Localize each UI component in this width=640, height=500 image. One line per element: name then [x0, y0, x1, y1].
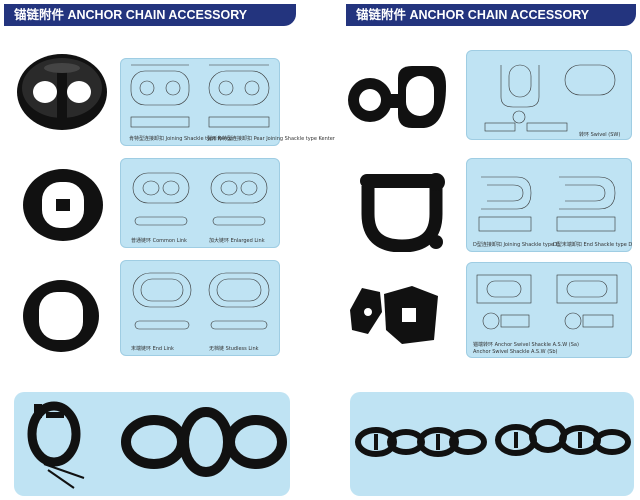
technical-drawing-icon	[132, 172, 268, 226]
product-caption: 加大链环 Enlarged Link	[209, 238, 265, 244]
product-caption: 锚端转环 Anchor Swivel Shackle A.S.W (Sa)	[473, 342, 579, 348]
technical-drawing-icon	[478, 176, 616, 232]
product-caption: 无档链 Studless Link	[209, 346, 259, 352]
swivel-shackle-drawing-panel: 锚端转环 Anchor Swivel Shackle A.S.W (Sa) An…	[466, 262, 632, 358]
d-shackle-photo	[356, 166, 448, 252]
common-link-photo	[20, 165, 106, 245]
swivel-shackle-photo	[342, 280, 442, 346]
swivel-photo	[344, 56, 454, 138]
product-caption: 转环 Swivel (SW)	[579, 132, 621, 138]
technical-drawing-icon	[484, 64, 616, 132]
end-link-photo	[20, 276, 102, 356]
technical-drawing-icon	[132, 272, 270, 330]
end-link-drawing-panel: 末端链环 End Link 无档链 Studless Link	[120, 260, 280, 356]
product-caption: 梨形肯特型连接卸扣 Pear Joining Shackle type Kent…	[207, 136, 335, 142]
chain-with-shackle-photo	[27, 401, 287, 489]
d-shackle-drawing-panel: D型连接卸扣 Joining Shackle type D D型末端卸扣 End…	[466, 158, 632, 252]
product-caption: 末端链环 End Link	[131, 346, 174, 352]
product-caption: D型连接卸扣 Joining Shackle type D	[473, 242, 560, 248]
product-caption: 普通链环 Common Link	[131, 238, 187, 244]
swivel-drawing-panel: 转环 Swivel (SW)	[466, 50, 632, 140]
product-caption: Anchor Swivel Shackle A.S.W (Sb)	[473, 349, 558, 355]
chain-photo-panel-right	[350, 392, 634, 496]
section-header-right: 锚链附件 ANCHOR CHAIN ACCESSORY	[346, 4, 636, 26]
chain-photo-panel-left	[14, 392, 290, 496]
kenter-shackle-drawing-panel: 肯特型连接卸扣 Joining Shackle type Kenter 梨形肯特…	[120, 58, 335, 146]
product-caption: 肯特型连接卸扣 Joining Shackle type Kenter	[129, 136, 235, 142]
section-header-left: 锚链附件 ANCHOR CHAIN ACCESSORY	[4, 4, 296, 26]
stud-link-chain-photo	[355, 419, 631, 457]
kenter-shackle-photo	[14, 50, 110, 134]
technical-drawing-icon	[130, 64, 270, 128]
technical-drawing-icon	[476, 274, 618, 330]
common-link-drawing-panel: 普通链环 Common Link 加大链环 Enlarged Link	[120, 158, 280, 248]
product-caption: D型末端卸扣 End Shackle type D	[553, 242, 633, 248]
